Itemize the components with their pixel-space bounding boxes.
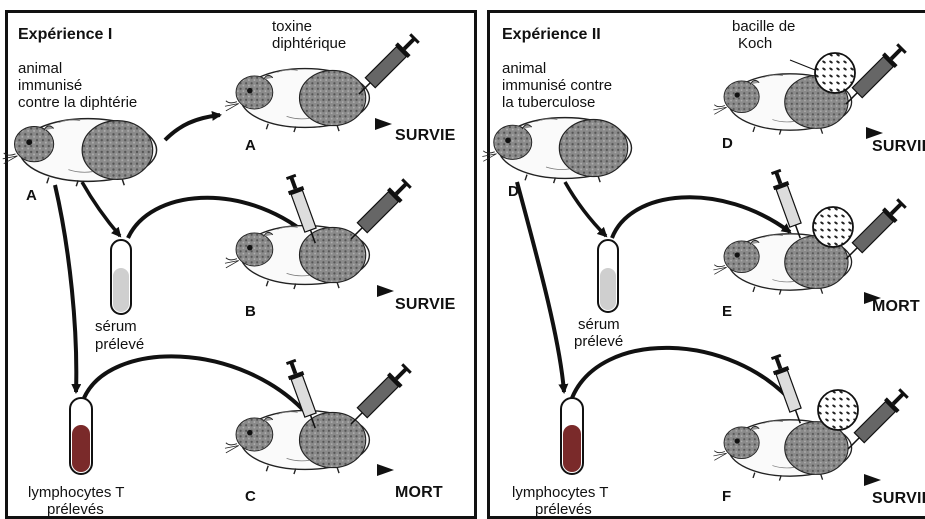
- outcome-f: SURVIE: [872, 490, 925, 508]
- animal-label-2-line3: la tuberculose: [502, 94, 595, 112]
- donor-letter-1: A: [26, 187, 37, 205]
- toxin-label-line1: toxine: [272, 18, 312, 36]
- outcome-a: SURVIE: [395, 127, 455, 145]
- bacillus-circle-f: [818, 390, 858, 430]
- row-letter-e: E: [722, 303, 732, 321]
- row-letter-b: B: [245, 303, 256, 321]
- lymph-label-1-line1: lymphocytes T: [28, 484, 124, 502]
- outcome-arrow-a: [375, 118, 392, 130]
- outcome-arrow-b: [377, 285, 394, 297]
- lymph-label-2-line1: lymphocytes T: [512, 484, 608, 502]
- serum-label-2-line2: prélevé: [574, 333, 623, 351]
- serum-tube-1: [111, 240, 131, 314]
- row-letter-c: C: [245, 488, 256, 506]
- outcome-arrow-f: [864, 474, 881, 486]
- bacillus-pointer: [790, 60, 815, 70]
- outcome-d: SURVIE: [872, 138, 925, 156]
- arrow-to-lymph-1: [55, 185, 76, 392]
- toxin-label-line2: diphtérique: [272, 35, 346, 53]
- guinea-pig-a: [225, 69, 369, 132]
- serum-label-1-line2: prélevé: [95, 336, 144, 354]
- lymph-syringe-f: [768, 353, 808, 426]
- donor-guinea-pig-d: [482, 118, 631, 184]
- experience-1-title: Expérience I: [18, 26, 112, 44]
- animal-label-1-line3: contre la diphtérie: [18, 94, 137, 112]
- row-letter-a: A: [245, 137, 256, 155]
- outcome-c: MORT: [395, 484, 443, 502]
- guinea-pig-b: [225, 226, 369, 289]
- bacillus-label-line1: bacille de: [732, 18, 795, 36]
- lymph-tube-1: [70, 398, 92, 474]
- donor-guinea-pig-a: [3, 119, 157, 187]
- animal-label-2-line1: animal: [502, 60, 546, 78]
- animal-label-1-line1: animal: [18, 60, 62, 78]
- arrow-serum-to-e: [612, 197, 790, 238]
- serum-tube-2: [598, 240, 618, 312]
- toxin-syringe-c: [345, 361, 414, 430]
- toxin-syringe-b: [345, 176, 414, 245]
- arrow-to-serum-2: [565, 182, 606, 236]
- arrow-donor-to-a: [165, 115, 220, 140]
- lymph-tube-2: [561, 398, 583, 474]
- arrow-to-serum-1: [82, 182, 120, 236]
- lymph-label-2-line2: prélevés: [535, 501, 592, 519]
- donor-letter-2: D: [508, 183, 519, 201]
- row-letter-d: D: [722, 135, 733, 153]
- arrow-to-lymph-2: [517, 182, 564, 392]
- serum-label-1-line1: sérum: [95, 318, 137, 336]
- experience-2-title: Expérience II: [502, 26, 601, 44]
- row-letter-f: F: [722, 488, 731, 506]
- outcome-e: MORT: [872, 298, 920, 316]
- arrow-lymph-to-f: [572, 348, 795, 405]
- outcome-arrow-c: [377, 464, 394, 476]
- outcome-b: SURVIE: [395, 296, 455, 314]
- bacillus-circle-d: [815, 53, 855, 93]
- toxin-syringe-a: [353, 31, 422, 100]
- lymph-label-1-line2: prélevés: [47, 501, 104, 519]
- serum-label-2-line1: sérum: [578, 316, 620, 334]
- arrow-lymph-to-c: [84, 356, 308, 415]
- animal-label-2-line2: immunisé contre: [502, 77, 612, 95]
- animal-label-1-line2: immunisé: [18, 77, 82, 95]
- bacillus-label-line2: Koch: [738, 35, 772, 53]
- guinea-pig-c: [225, 411, 369, 474]
- bacillus-circle-e: [813, 207, 853, 247]
